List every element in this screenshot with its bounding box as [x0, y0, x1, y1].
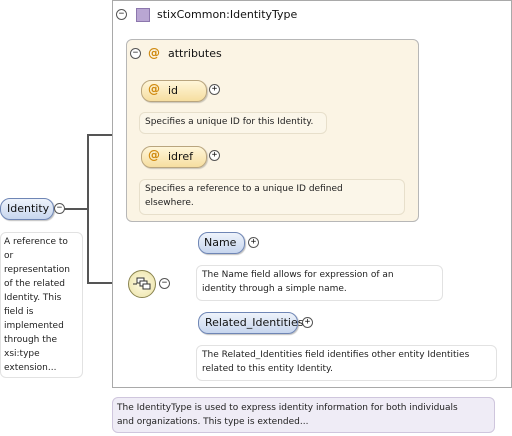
- attribute-idref-doc-line: elsewhere.: [145, 198, 194, 208]
- attribute-idref[interactable]: [141, 146, 207, 168]
- attribute-idref-label: idref: [168, 150, 193, 163]
- related-doc-line: related to this entity Identity.: [202, 364, 333, 374]
- name-doc-line: identity through a simple name.: [202, 284, 347, 294]
- attribute-id-label: id: [168, 84, 179, 97]
- type-doc-line: The IdentityType is used to express iden…: [117, 403, 458, 413]
- attribute-idref-doc-line: Specifies a reference to a unique ID def…: [145, 184, 343, 194]
- element-related-identities[interactable]: [198, 312, 298, 334]
- attributes-collapse-icon[interactable]: −: [130, 48, 141, 59]
- element-name[interactable]: [198, 232, 245, 254]
- identity-doc-line: field is: [4, 307, 34, 317]
- element-name-label: Name: [204, 236, 237, 249]
- sequence-collapse-icon[interactable]: −: [159, 278, 170, 289]
- attribute-id-doc: Specifies a unique ID for this Identity.: [139, 112, 327, 134]
- element-related-identities-label: Related_Identities: [205, 316, 304, 329]
- element-related-identities-doc: The Related_Identities field identifies …: [196, 345, 497, 381]
- identity-doc-line: implemented: [4, 321, 64, 331]
- attribute-id-at-icon: @: [148, 82, 160, 96]
- type-annotation: The IdentityType is used to express iden…: [112, 397, 495, 433]
- element-related-identities-expand-icon[interactable]: +: [302, 317, 313, 328]
- element-name-doc: The Name field allows for expression of …: [196, 265, 443, 301]
- attribute-id[interactable]: [141, 80, 207, 102]
- name-doc-line: The Name field allows for expression of …: [202, 270, 394, 280]
- type-name: stixCommon:IdentityType: [157, 8, 298, 21]
- attribute-idref-at-icon: @: [148, 148, 160, 162]
- attribute-id-doc-line: Specifies a unique ID for this Identity.: [145, 117, 314, 127]
- identity-doc-line: through the: [4, 335, 57, 345]
- element-identity[interactable]: [0, 198, 54, 220]
- type-doc-line: and organizations. This type is extended…: [117, 417, 309, 427]
- related-doc-line: The Related_Identities field identifies …: [202, 350, 470, 360]
- identity-doc-line: A reference to: [4, 237, 68, 247]
- identity-doc-line: or: [4, 251, 14, 261]
- identity-doc-line: representation: [4, 265, 71, 275]
- attributes-title: attributes: [168, 47, 222, 60]
- attributes-at-icon: @: [148, 46, 160, 60]
- type-collapse-icon[interactable]: −: [116, 9, 127, 20]
- sequence-compositor-icon[interactable]: [128, 270, 156, 298]
- identity-doc-line: xsi:type: [4, 349, 40, 359]
- root-to-attributes-connector: [64, 134, 126, 210]
- attribute-idref-doc: Specifies a reference to a unique ID def…: [139, 179, 405, 215]
- element-identity-collapse-icon[interactable]: −: [54, 203, 65, 214]
- sequence-glyph-icon: [133, 277, 151, 290]
- identity-doc-line: of the related: [4, 279, 66, 289]
- attribute-idref-expand-icon[interactable]: +: [209, 150, 220, 161]
- identity-doc-line: extension...: [4, 363, 57, 373]
- element-identity-doc: A reference to or representation of the …: [0, 232, 83, 378]
- element-identity-label: Identity: [7, 202, 50, 215]
- element-name-expand-icon[interactable]: +: [248, 237, 259, 248]
- identity-doc-line: Identity. This: [4, 293, 62, 303]
- complex-type-icon: [136, 8, 150, 22]
- attribute-id-expand-icon[interactable]: +: [209, 84, 220, 95]
